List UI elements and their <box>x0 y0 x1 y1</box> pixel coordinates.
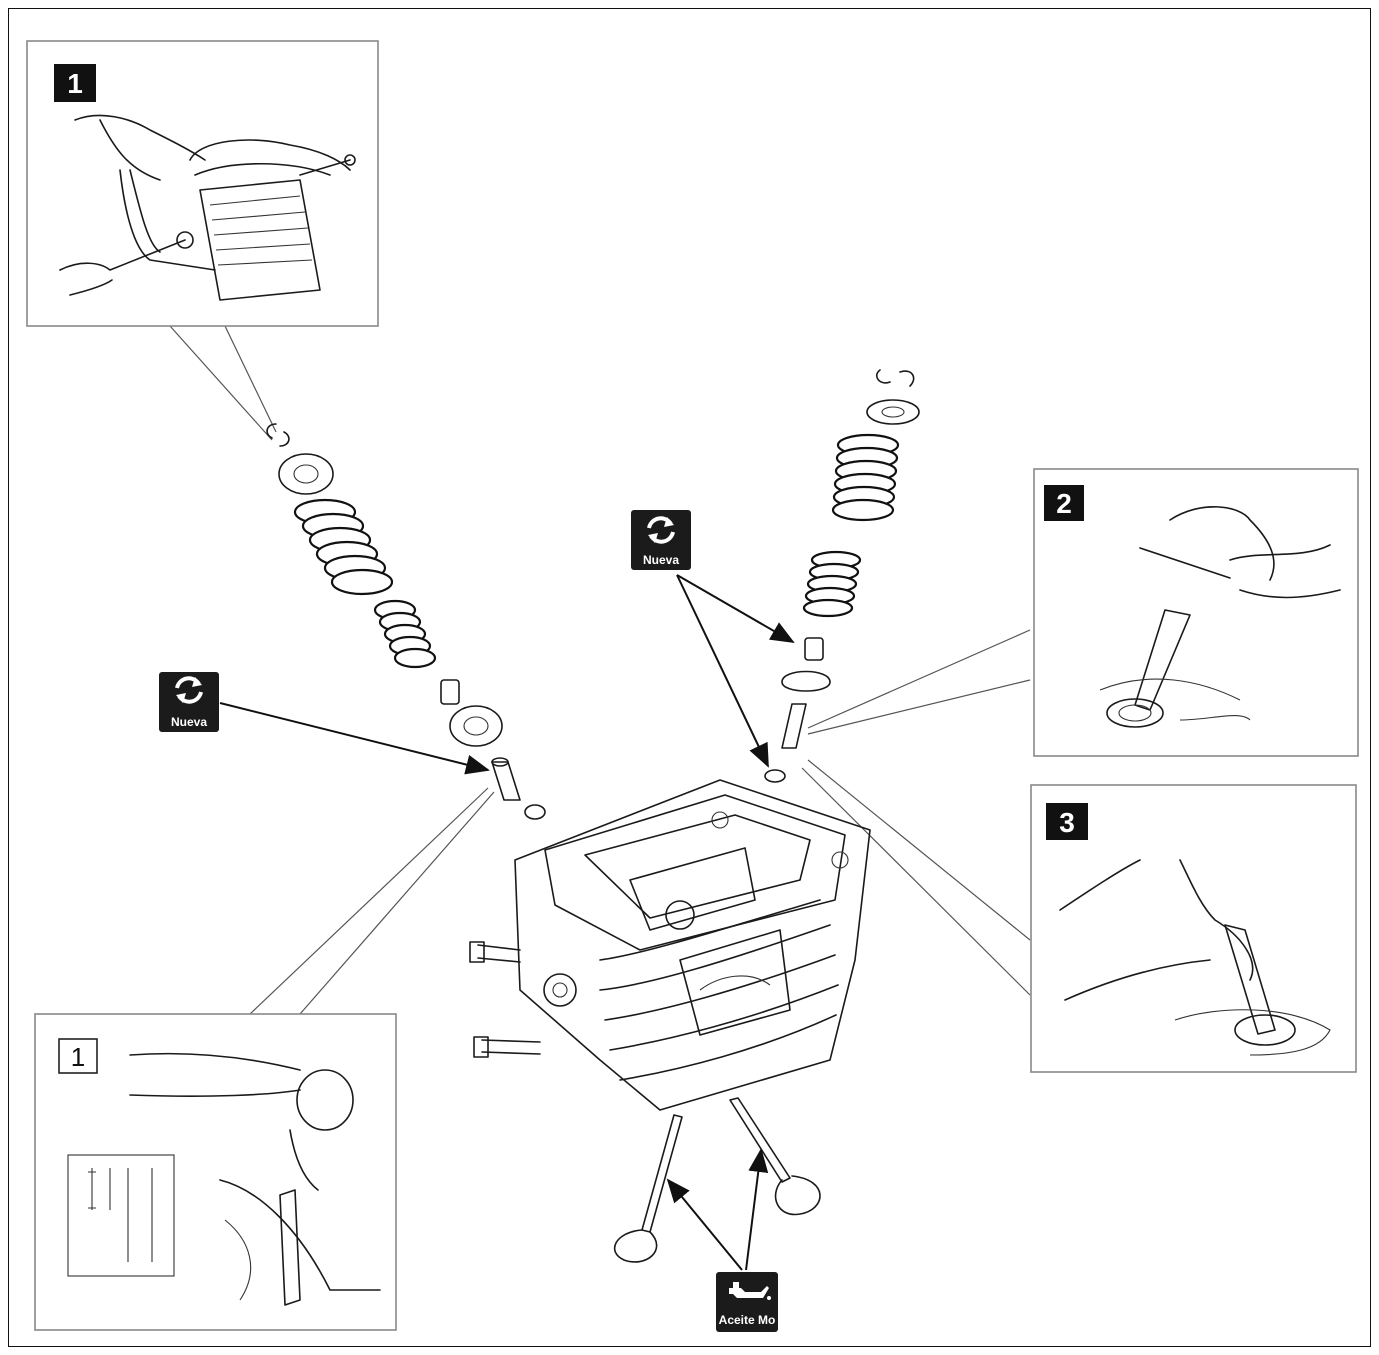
valve-guide <box>781 703 807 749</box>
guide-circlip <box>764 769 786 783</box>
inset-lapping-right-lower: 3 <box>1030 784 1357 1073</box>
badge-label: Aceite Mo <box>719 1313 776 1327</box>
outer-valve-spring <box>293 498 394 596</box>
right-valve-stack <box>764 369 920 783</box>
valve-cotter <box>875 369 915 387</box>
exhaust-valve <box>729 1097 821 1216</box>
inset-number: 2 <box>1056 488 1072 519</box>
inner-valve-spring <box>802 550 862 618</box>
valve-cotter <box>266 423 290 447</box>
valve-stem-seal <box>804 637 824 661</box>
page-frame <box>8 8 1371 1347</box>
inset-guide-bottom-left: 1 <box>34 1013 397 1331</box>
intake-valve <box>613 1114 683 1263</box>
left-valve-stack <box>266 423 546 820</box>
inset-number: 1 <box>67 68 83 99</box>
outer-valve-spring <box>831 433 900 522</box>
inset-number-badge <box>1044 485 1084 521</box>
inset-number: 1 <box>71 1042 85 1072</box>
cylinder-head <box>469 779 871 1111</box>
inset-number-badge <box>58 1038 98 1074</box>
inset-lapping-right-upper: 2 <box>1033 468 1359 757</box>
inset-number-badge <box>54 64 96 102</box>
valve-stem-seal <box>440 679 460 705</box>
oil-badge: Aceite Mo <box>716 1272 778 1332</box>
new-part-badge-right: Nueva <box>631 510 691 570</box>
badge-label: Nueva <box>643 553 679 567</box>
replace-arrows-icon <box>175 676 203 704</box>
spring-seat <box>781 670 831 692</box>
valve-retainer <box>866 399 920 425</box>
spring-seat <box>449 705 503 747</box>
inset-number-badge <box>1046 803 1088 840</box>
oil-can-icon <box>729 1282 771 1300</box>
callout-arrows <box>219 574 795 1271</box>
guide-circlip <box>524 804 546 820</box>
valve-guide <box>491 761 521 801</box>
guide-height-detail <box>67 1154 175 1277</box>
inset-number: 3 <box>1059 807 1075 838</box>
replace-arrows-icon <box>647 516 675 544</box>
valve-retainer <box>278 453 334 495</box>
inset-compressor-top-left: 1 <box>26 40 379 327</box>
inner-valve-spring <box>373 599 437 669</box>
badge-label: Nueva <box>171 715 207 729</box>
inset-leader-lines <box>169 325 1031 1015</box>
new-part-badge-left: Nueva <box>159 672 219 732</box>
